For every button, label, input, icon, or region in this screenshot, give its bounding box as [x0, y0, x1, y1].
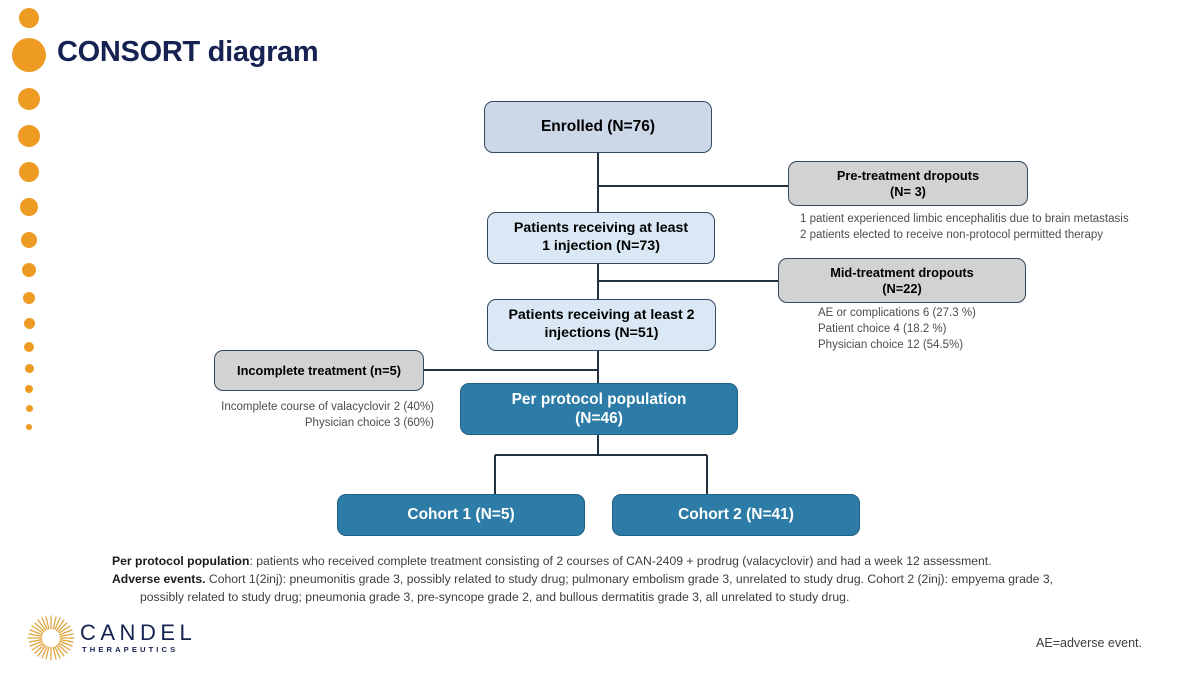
decorative-dot: [23, 318, 35, 329]
node-cohort-1[interactable]: Cohort 1 (N=5): [337, 494, 585, 536]
candel-therapeutics-logo: CANDEL THERAPEUTICS: [22, 612, 192, 664]
node-mid-treatment-dropouts[interactable]: Mid-treatment dropouts(N=22): [778, 258, 1026, 303]
footnote-2-bold: Adverse events.: [112, 572, 206, 587]
footnote-1-bold: Per protocol population: [112, 554, 250, 568]
node-cohort-2[interactable]: Cohort 2 (N=41): [612, 494, 860, 536]
annotation-pre-treatment-dropouts: 1 patient experienced limbic encephaliti…: [800, 213, 1129, 241]
sunburst-icon: [27, 615, 75, 661]
decorative-dot: [21, 232, 37, 248]
decorative-dot: [26, 424, 32, 430]
decorative-dot: [24, 342, 34, 352]
footnote-2-text: Cohort 1(2inj): pneumonitis grade 3, pos…: [205, 572, 1053, 587]
page-title: CONSORT diagram: [57, 36, 319, 68]
footnote-line-1: Per protocol population: patients who re…: [112, 552, 1142, 570]
node-enrolled[interactable]: Enrolled (N=76): [484, 101, 712, 153]
logo-wordmark: CANDEL: [80, 620, 197, 645]
decorative-dot: [18, 125, 40, 147]
decorative-dot: [25, 385, 33, 393]
node-pre-treatment-dropouts[interactable]: Pre-treatment dropouts(N= 3): [788, 161, 1028, 206]
footnote-line-3: possibly related to study drug; pneumoni…: [140, 590, 850, 605]
footnotes: Per protocol population: patients who re…: [112, 552, 1142, 606]
decorative-dot: [24, 364, 34, 373]
annotation-mid-treatment-dropouts: AE or complications 6 (27.3 %)Patient ch…: [818, 307, 976, 351]
footnote-line-2: Adverse events. Cohort 1(2inj): pneumoni…: [112, 570, 1142, 588]
decorative-dot: [18, 88, 40, 110]
annotation-incomplete-treatment: Incomplete course of valacyclovir 2 (40%…: [221, 401, 434, 429]
decorative-dot: [12, 38, 46, 72]
node-incomplete-treatment[interactable]: Incomplete treatment (n=5): [214, 350, 424, 391]
ae-abbreviation-note: AE=adverse event.: [1036, 636, 1142, 650]
decorative-dot: [25, 405, 33, 412]
decorative-dot: [22, 263, 36, 277]
footnote-1-text: : patients who received complete treatme…: [249, 554, 992, 568]
decorative-dot: [19, 8, 39, 28]
decorative-dot: [23, 292, 35, 304]
decorative-dot: [20, 198, 38, 216]
node-per-protocol-population[interactable]: Per protocol population(N=46): [460, 383, 738, 435]
logo-subtitle: THERAPEUTICS: [82, 645, 179, 654]
decorative-dot-column: [0, 0, 58, 480]
decorative-dot: [19, 162, 39, 182]
